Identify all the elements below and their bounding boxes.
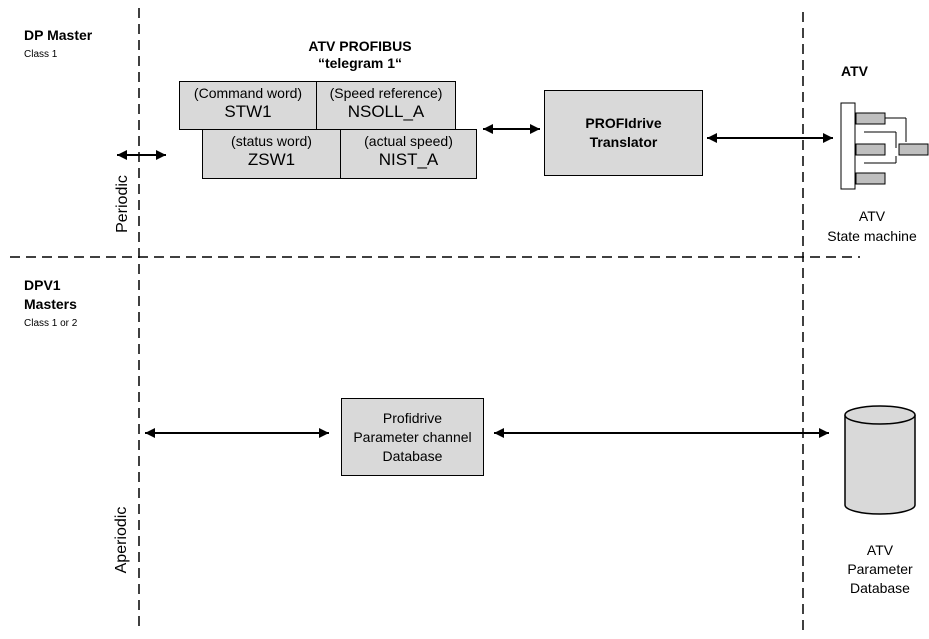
telegram-cell-nist-a: (actual speed) NIST_A bbox=[340, 129, 477, 179]
cell-description: (actual speed) bbox=[364, 133, 453, 149]
telegram-title: ATV PROFIBUS bbox=[308, 38, 412, 54]
telegram-cell-stw1: (Command word) STW1 bbox=[179, 81, 317, 130]
atv-title: ATV bbox=[841, 63, 868, 79]
dp-master-class: Class 1 bbox=[24, 49, 58, 60]
cell-name: STW1 bbox=[224, 102, 272, 121]
dpv1-title: DPV1 bbox=[24, 277, 61, 293]
aperiodic-label: Aperiodic bbox=[113, 506, 130, 574]
periodic-label: Periodic bbox=[114, 175, 131, 233]
cell-name: ZSW1 bbox=[247, 150, 296, 169]
profidrive-translator-box: PROFIdrive Translator bbox=[544, 90, 703, 176]
atv-state-machine-label-line2: State machine bbox=[827, 228, 917, 244]
translator-line1: PROFIdrive bbox=[585, 115, 662, 131]
cell-description: (status word) bbox=[231, 133, 312, 149]
parameter-database-label-line2: Parameter bbox=[847, 561, 913, 577]
telegram-cell-zsw1: (status word) ZSW1 bbox=[202, 129, 341, 179]
dpv1-class: Class 1 or 2 bbox=[24, 318, 78, 329]
cell-name: NSOLL_A bbox=[347, 102, 425, 121]
parameter-channel-database-box: Profidrive Parameter channel Database bbox=[341, 398, 484, 476]
telegram-cell-nsoll-a: (Speed reference) NSOLL_A bbox=[316, 81, 456, 130]
param-channel-line3: Database bbox=[382, 447, 443, 464]
telegram-subtitle: “telegram 1“ bbox=[317, 55, 403, 71]
cell-description: (Command word) bbox=[193, 85, 303, 101]
cell-description: (Speed reference) bbox=[329, 85, 443, 101]
atv-state-machine-label-line1: ATV bbox=[858, 208, 886, 224]
translator-line2: Translator bbox=[589, 134, 658, 150]
parameter-database-label-line1: ATV bbox=[866, 542, 894, 558]
param-channel-line2: Parameter channel bbox=[353, 428, 472, 445]
param-channel-line1: Profidrive bbox=[382, 409, 443, 426]
database-cylinder-icon bbox=[844, 405, 916, 515]
parameter-database-label-line3: Database bbox=[850, 580, 910, 596]
state-machine-icon bbox=[840, 102, 929, 190]
dp-master-title: DP Master bbox=[24, 27, 93, 43]
cell-name: NIST_A bbox=[378, 150, 439, 169]
dpv1-masters-title: Masters bbox=[24, 296, 77, 312]
